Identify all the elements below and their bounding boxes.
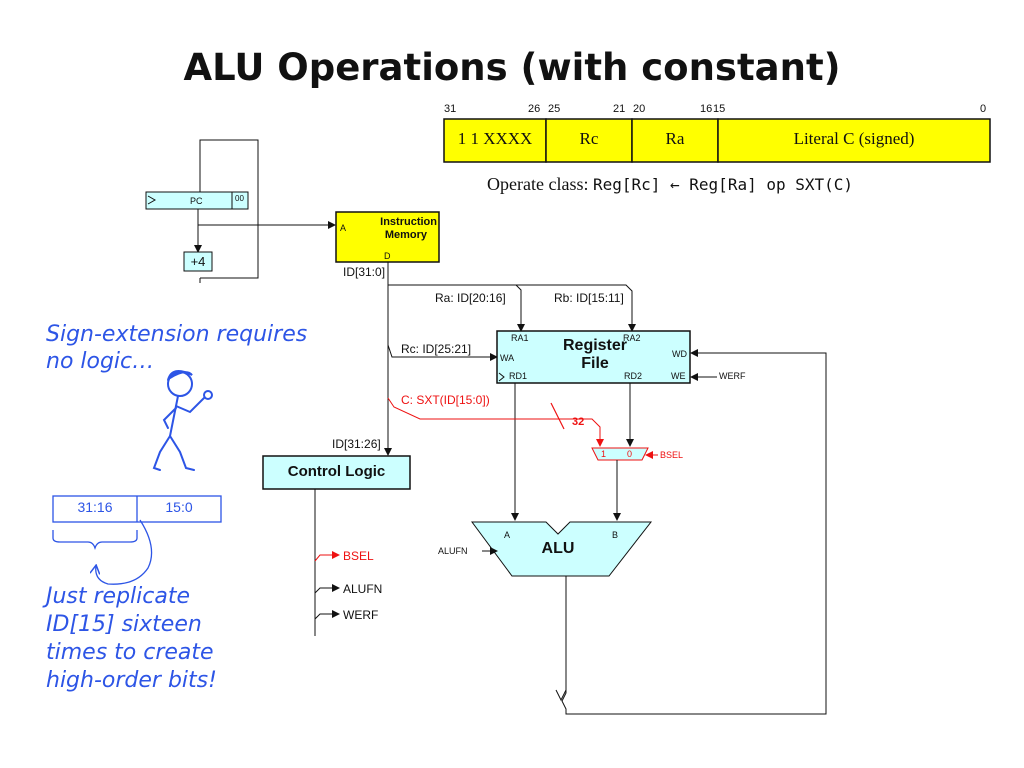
replicate-note-line1: Just replicate xyxy=(46,584,191,609)
alu-input-b: B xyxy=(612,530,619,540)
field-rc-label: Rc xyxy=(579,129,599,148)
regfile-port-ra2: RA2 xyxy=(623,333,641,343)
pc-increment-box xyxy=(183,251,213,272)
imem-port-a: A xyxy=(340,223,347,233)
bit-split-low: 15:0 xyxy=(165,499,193,515)
pc-register xyxy=(145,191,249,210)
instruction-format xyxy=(443,118,991,163)
field-opcode xyxy=(443,118,547,163)
pc-label: PC xyxy=(190,196,203,206)
clock-triangle-icon xyxy=(147,195,157,205)
regfile-port-wa: WA xyxy=(500,353,515,363)
bit-label-15: 15 xyxy=(713,103,726,115)
regfile-port-we: WE xyxy=(671,371,686,381)
replicate-note-line2: ID[15] sixteen xyxy=(46,612,202,637)
control-out-werf: WERF xyxy=(343,608,379,622)
field-rc xyxy=(545,118,633,163)
stick-figure xyxy=(152,370,213,471)
regfile-port-rd2: RD2 xyxy=(624,371,643,381)
replicate-brace xyxy=(52,530,138,551)
control-logic-label: Control Logic xyxy=(287,463,386,480)
imem-title-line2: Memory xyxy=(384,229,427,241)
mux-input-0: 0 xyxy=(627,449,633,459)
regfile-port-rd1: RD1 xyxy=(509,371,528,381)
alu-label: ALU xyxy=(541,540,575,557)
field-ra xyxy=(631,118,719,163)
control-out-bsel: BSEL xyxy=(343,549,374,563)
regfile-port-wd: WD xyxy=(672,349,687,359)
control-out-alufn: ALUFN xyxy=(343,582,383,596)
werf-input-label: WERF xyxy=(719,371,746,381)
field-literal-label: Literal C (signed) xyxy=(793,129,915,148)
caption-prefix: Operate class: xyxy=(487,174,593,194)
replicate-arrow xyxy=(96,519,153,585)
bsel-mux xyxy=(591,447,649,461)
imem-output-label: ID[31:0] xyxy=(343,265,386,279)
rc-wire-label: Rc: ID[25:21] xyxy=(401,342,472,356)
imem-port-d: D xyxy=(384,251,391,261)
imem-title-line1: Instruction xyxy=(380,216,437,228)
regfile-title-line2: File xyxy=(581,355,609,372)
bit-split-high: 31:16 xyxy=(77,499,113,515)
alu-input-a: A xyxy=(504,530,511,540)
mux-select-label: BSEL xyxy=(660,450,684,460)
bit-label-16: 16 xyxy=(700,103,713,115)
sxt-width-label: 32 xyxy=(572,416,585,428)
control-logic xyxy=(262,455,411,490)
field-opcode-label: 1 1 XXXX xyxy=(457,129,533,148)
replicate-note-line3: times to create xyxy=(46,640,214,665)
register-file xyxy=(496,330,691,384)
ra-wire-label: Ra: ID[20:16] xyxy=(435,291,506,305)
mux-input-1: 1 xyxy=(601,449,607,459)
pc-increment-label: +4 xyxy=(190,254,206,269)
bit-label-31: 31 xyxy=(444,103,457,115)
field-literal xyxy=(717,118,991,163)
sign-extension-note-line2: no logic… xyxy=(46,349,155,374)
sxt-wire-label: C: SXT(ID[15:0]) xyxy=(401,393,490,407)
bit-label-20: 20 xyxy=(633,103,646,115)
operate-class-caption: Operate class: Reg[Rc] ← Reg[Ra] op SXT(… xyxy=(487,174,853,195)
replicate-note-line4: high-order bits! xyxy=(46,668,217,693)
pc-suffix-label: 00 xyxy=(235,194,244,203)
regfile-title-line1: Register xyxy=(562,337,628,354)
sign-extension-note-line1: Sign-extension requires xyxy=(46,322,308,347)
alu xyxy=(471,521,653,577)
alufn-input-label: ALUFN xyxy=(438,546,468,556)
regfile-port-ra1: RA1 xyxy=(511,333,529,343)
bit-label-0: 0 xyxy=(980,103,987,115)
rb-wire-label: Rb: ID[15:11] xyxy=(554,291,624,305)
slide-title: ALU Operations (with constant) xyxy=(183,46,841,89)
control-input-label: ID[31:26] xyxy=(332,437,381,451)
bit-label-26: 26 xyxy=(528,103,541,115)
bit-label-25: 25 xyxy=(548,103,561,115)
bit-label-21: 21 xyxy=(613,103,626,115)
field-ra-label: Ra xyxy=(665,129,685,148)
caption-code: Reg[Rc] ← Reg[Ra] op SXT(C) xyxy=(592,175,854,194)
